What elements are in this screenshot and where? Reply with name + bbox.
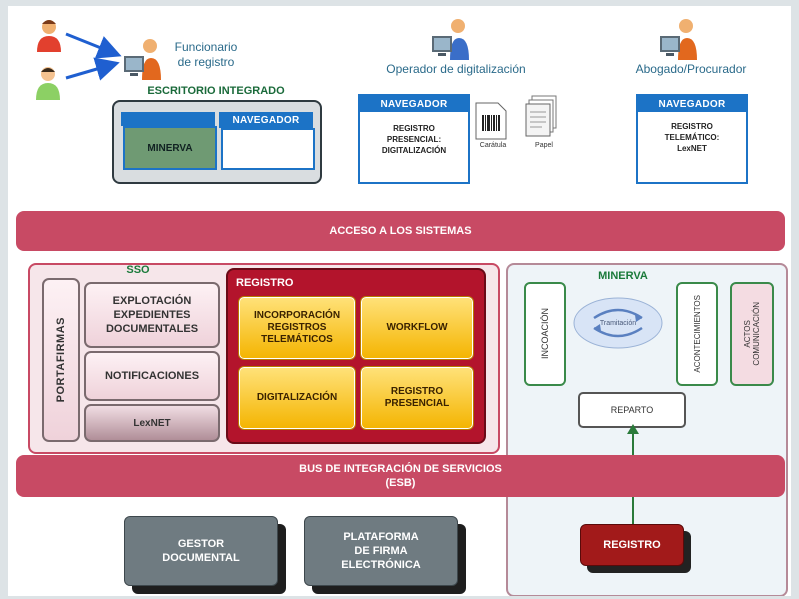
- minerva-title: MINERVA: [598, 270, 648, 282]
- operador-navegador-panel: NAVEGADOR REGISTRO PRESENCIAL: DIGITALIZ…: [358, 94, 470, 184]
- acontecimientos-box: ACONTECIMIENTOS: [676, 282, 718, 386]
- portafirmas-label: PORTAFIRMAS: [55, 317, 67, 403]
- actos-comunicacion-label: ACTOS COMUNICACIÓN: [743, 302, 761, 366]
- abogado-navegador-header: NAVEGADOR: [638, 96, 746, 112]
- abogado-role-label: Abogado/Procurador: [635, 62, 747, 76]
- escritorio-navegador-header: NAVEGADOR: [219, 112, 313, 128]
- tramitacion-cycle-icon: [573, 297, 663, 349]
- papel-stack-icon: [524, 94, 560, 140]
- operador-navegador-header: NAVEGADOR: [360, 96, 468, 112]
- tramitacion-label: Tramitación: [599, 319, 637, 327]
- digitalizacion-box: DIGITALIZACIÓN: [238, 366, 356, 430]
- bus-line2: (ESB): [385, 477, 416, 489]
- escritorio-minerva-header: [121, 112, 215, 126]
- escritorio-minerva-box: MINERVA: [123, 126, 217, 170]
- explotacion-box: EXPLOTACIÓN EXPEDIENTES DOCUMENTALES: [84, 282, 220, 348]
- registro-presencial-box: REGISTRO PRESENCIAL: [360, 366, 474, 430]
- escritorio-panel: MINERVA NAVEGADOR: [112, 100, 322, 184]
- minerva-registro-box: REGISTRO: [580, 524, 684, 566]
- acontecimientos-label: ACONTECIMIENTOS: [692, 295, 702, 373]
- operador-role-label: Operador de digitalización: [386, 62, 526, 76]
- abogado-user-icon: [658, 16, 700, 60]
- lexnet-box: LexNET: [84, 404, 220, 442]
- notificaciones-box: NOTIFICACIONES: [84, 351, 220, 401]
- operador-user-icon: [430, 16, 472, 60]
- papel-label: Papel: [535, 142, 553, 149]
- acceso-sistemas-band: ACCESO A LOS SISTEMAS: [16, 211, 785, 251]
- caratula-label: Carátula: [479, 142, 507, 149]
- escritorio-navegador-box: [221, 128, 315, 170]
- funcionario-role-label: Funcionario de registro: [174, 40, 238, 69]
- abogado-navegador-body: REGISTRO TELEMÁTICO: LexNET: [664, 121, 720, 153]
- caratula-barcode-icon: [474, 101, 508, 141]
- gestor-documental-box: GESTOR DOCUMENTAL: [124, 516, 278, 586]
- tramitacion-cycle: Tramitación: [572, 296, 664, 350]
- sso-title: SSO: [126, 264, 150, 276]
- citizen-user-icon: [36, 18, 62, 52]
- connector-arrows: [65, 32, 122, 81]
- portafirmas-box: PORTAFIRMAS: [42, 278, 80, 442]
- citizen-user-icon-2: [34, 64, 62, 100]
- architecture-diagram: Funcionario de registro Operador de digi…: [8, 6, 791, 596]
- operador-navegador-body: REGISTRO PRESENCIAL: DIGITALIZACIÓN: [381, 123, 447, 155]
- workflow-box: WORKFLOW: [360, 296, 474, 360]
- funcionario-user-icon: [120, 36, 164, 80]
- incoacion-box: INCOACIÓN: [524, 282, 566, 386]
- registro-title: REGISTRO: [236, 277, 294, 289]
- escritorio-title: ESCRITORIO INTEGRADO: [147, 85, 285, 97]
- bus-integracion-band: BUS DE INTEGRACIÓN DE SERVICIOS (ESB): [16, 455, 785, 497]
- incorporacion-registros-box: INCORPORACIÓN REGISTROS TELEMÁTICOS: [238, 296, 356, 360]
- plataforma-firma-box: PLATAFORMA DE FIRMA ELECTRÓNICA: [304, 516, 458, 586]
- abogado-navegador-panel: NAVEGADOR REGISTRO TELEMÁTICO: LexNET: [636, 94, 748, 184]
- incoacion-label: INCOACIÓN: [540, 308, 550, 360]
- bus-line1: BUS DE INTEGRACIÓN DE SERVICIOS: [299, 463, 502, 475]
- actos-comunicacion-box: ACTOS COMUNICACIÓN: [730, 282, 774, 386]
